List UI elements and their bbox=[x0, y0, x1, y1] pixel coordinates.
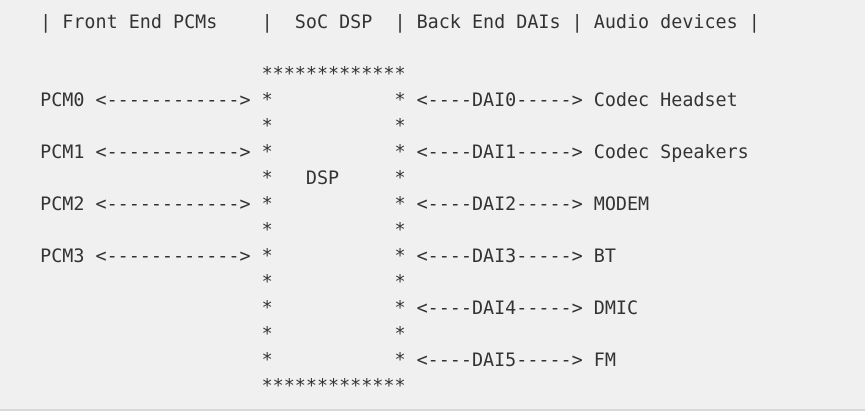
header-row: | Front End PCMs | SoC DSP | Back End DA… bbox=[18, 12, 760, 33]
dsp-box-side: * * bbox=[18, 220, 406, 241]
dsp-label-row: * DSP * bbox=[18, 168, 406, 189]
dsp-box-top: ************* bbox=[18, 64, 406, 85]
pcm3-dai3-row: PCM3 <------------> * * <----DAI3-----> … bbox=[18, 246, 616, 267]
dsp-box-side: * * bbox=[18, 116, 406, 137]
dsp-box-side: * * bbox=[18, 324, 406, 345]
pcm0-dai0-row: PCM0 <------------> * * <----DAI0-----> … bbox=[18, 90, 738, 111]
dai4-row: * * <----DAI4-----> DMIC bbox=[18, 298, 639, 319]
dai5-row: * * <----DAI5-----> FM bbox=[18, 350, 616, 371]
dsp-routing-diagram: | Front End PCMs | SoC DSP | Back End DA… bbox=[18, 10, 760, 400]
dsp-box-side: * * bbox=[18, 272, 406, 293]
pcm1-dai1-row: PCM1 <------------> * * <----DAI1-----> … bbox=[18, 142, 749, 163]
blank-row bbox=[18, 36, 760, 62]
pcm2-dai2-row: PCM2 <------------> * * <----DAI2-----> … bbox=[18, 194, 650, 215]
dsp-box-bottom: ************* bbox=[18, 376, 406, 397]
